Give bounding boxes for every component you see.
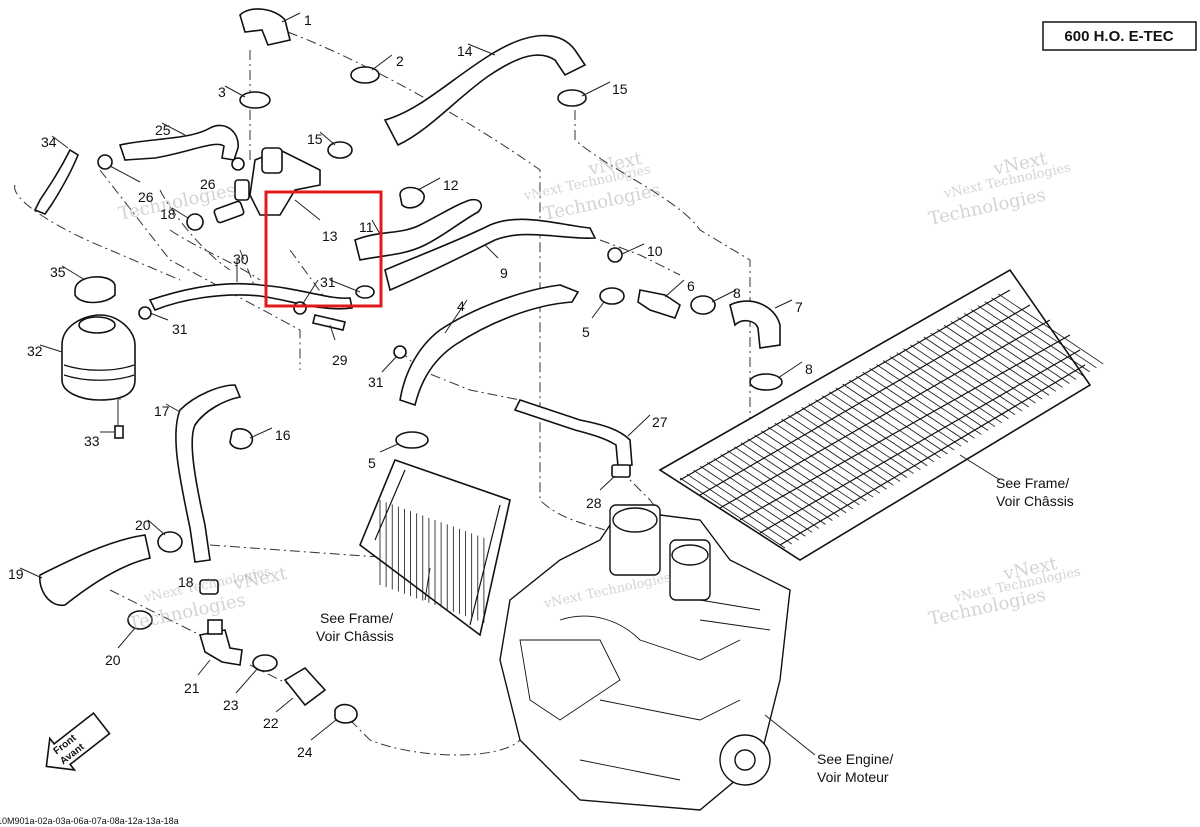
callout-8: 8	[805, 361, 813, 377]
callout-17: 17	[154, 403, 170, 419]
callout-15: 15	[612, 81, 628, 97]
callout-9: 9	[500, 265, 508, 281]
note-line: See Engine/	[817, 751, 893, 767]
see-frame-note-center: See Frame/ Voir Châssis	[316, 610, 394, 644]
callout-19: 19	[8, 566, 24, 582]
model-title-text: 600 H.O. E-TEC	[1064, 28, 1173, 45]
note-line: See Frame/	[320, 610, 393, 626]
callout-27: 27	[652, 414, 668, 430]
callout-22: 22	[263, 715, 279, 731]
callout-23: 23	[223, 697, 239, 713]
callout-20: 20	[135, 517, 151, 533]
callout-4: 4	[457, 298, 465, 314]
radiator-long	[658, 268, 1104, 561]
see-frame-note-right: See Frame/ Voir Châssis	[996, 475, 1074, 509]
callout-6: 6	[687, 278, 695, 294]
front-direction-arrow: Front Avant	[45, 712, 111, 771]
callout-33: 33	[84, 433, 100, 449]
highlight-box	[264, 190, 383, 308]
callout-2: 2	[396, 53, 404, 69]
callout-14: 14	[457, 43, 473, 59]
callout-15: 15	[307, 131, 323, 147]
note-line: Voir Moteur	[817, 769, 889, 785]
callout-25: 25	[155, 122, 171, 138]
callout-31: 31	[368, 374, 384, 390]
callout-1: 1	[304, 12, 312, 28]
callout-30: 30	[233, 251, 249, 267]
callout-16: 16	[275, 427, 291, 443]
callout-20: 20	[105, 652, 121, 668]
callout-8: 8	[733, 285, 741, 301]
model-title: 600 H.O. E-TEC	[1042, 21, 1197, 51]
callout-10: 10	[647, 243, 663, 259]
callout-7: 7	[795, 299, 803, 315]
callout-21: 21	[184, 680, 200, 696]
radiator-small	[359, 458, 511, 637]
callout-5: 5	[368, 455, 376, 471]
callout-31: 31	[320, 274, 336, 290]
callout-3: 3	[218, 84, 226, 100]
note-line: Voir Châssis	[316, 628, 394, 644]
callout-26: 26	[138, 189, 154, 205]
callout-28: 28	[586, 495, 602, 511]
callout-11: 11	[359, 219, 374, 235]
callout-18: 18	[178, 574, 194, 590]
engine-block	[499, 504, 791, 811]
callout-34: 34	[41, 134, 57, 150]
see-engine-note: See Engine/ Voir Moteur	[817, 751, 893, 785]
callout-5: 5	[582, 324, 590, 340]
callout-24: 24	[297, 744, 313, 760]
note-line: See Frame/	[996, 475, 1069, 491]
callout-29: 29	[332, 352, 348, 368]
callout-31: 31	[172, 321, 188, 337]
callout-18: 18	[160, 206, 176, 222]
callout-35: 35	[50, 264, 66, 280]
diagram-code: 10M901a-02a-03a-06a-07a-08a-12a-13a-18a	[0, 816, 179, 826]
hoses	[33, 8, 783, 724]
leader-lines	[19, 12, 1001, 756]
callout-12: 12	[443, 177, 459, 193]
callout-26: 26	[200, 176, 216, 192]
callout-13: 13	[322, 228, 338, 244]
note-line: Voir Châssis	[996, 493, 1074, 509]
callout-32: 32	[27, 343, 43, 359]
